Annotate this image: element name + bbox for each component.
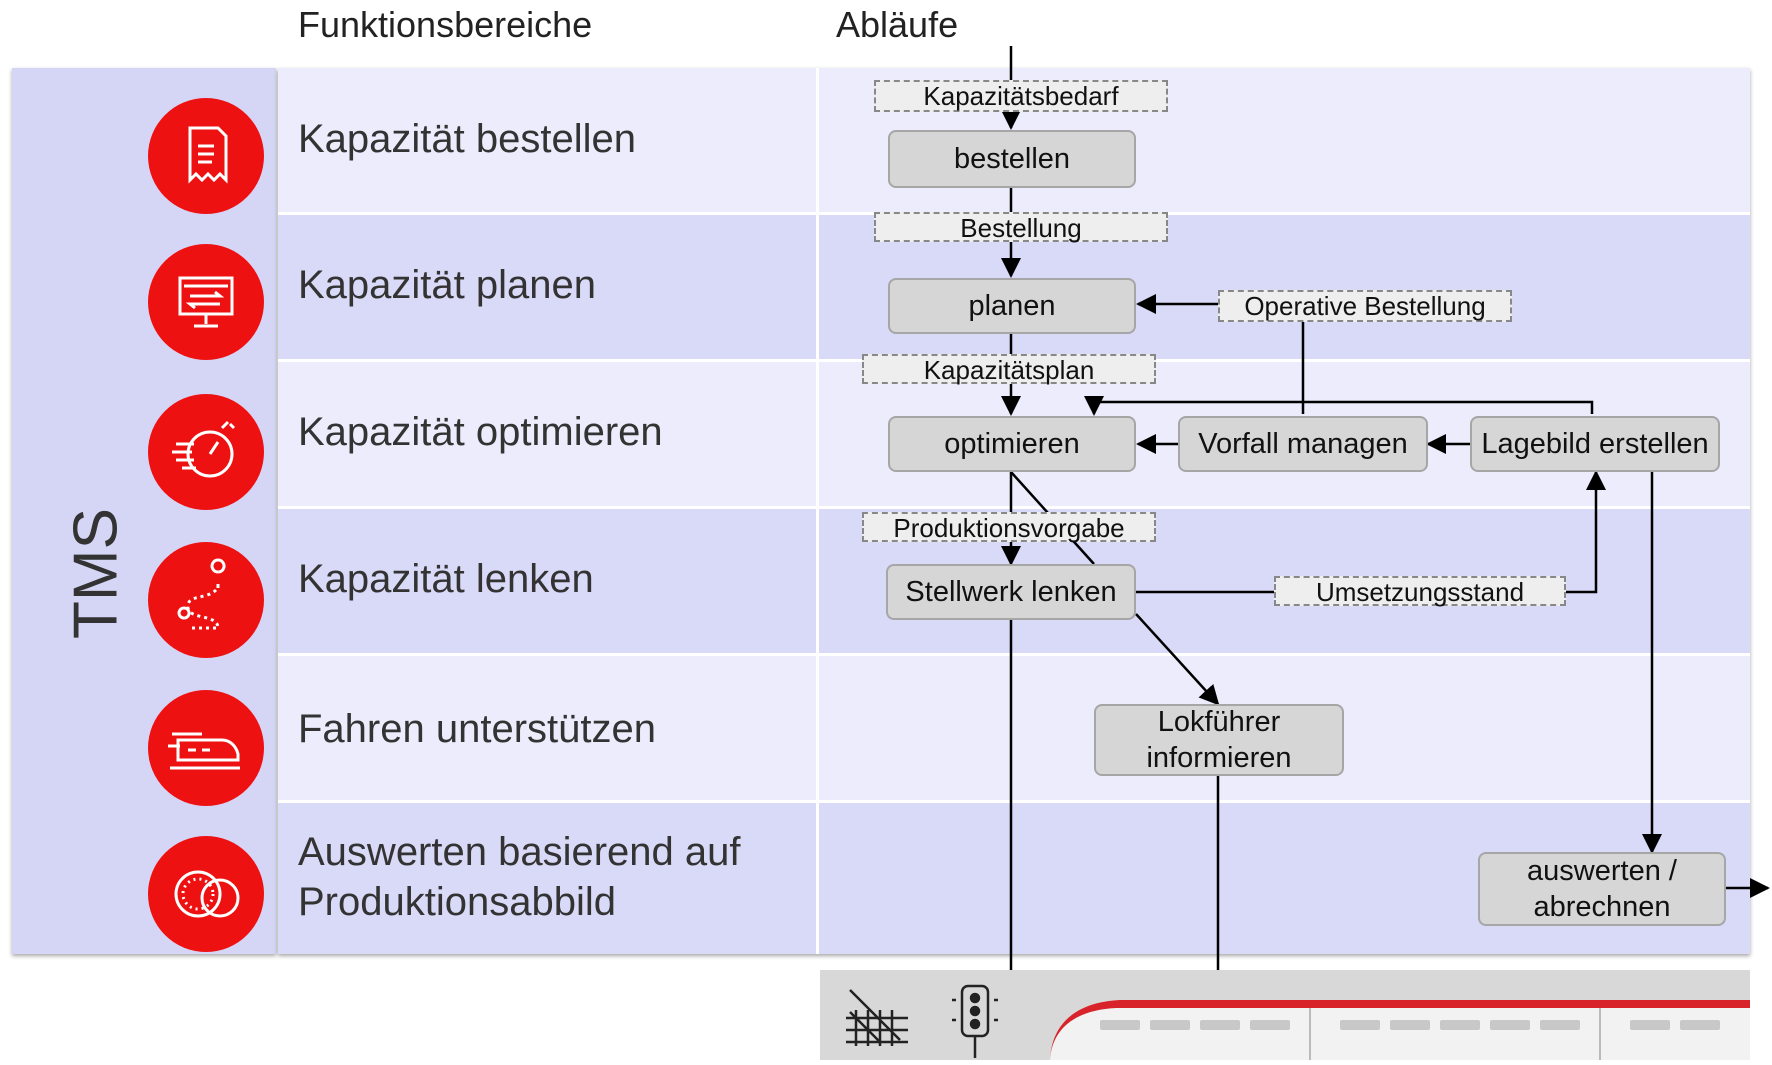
flow-label-kapazitaetsbedarf: Kapazitätsbedarf xyxy=(874,80,1168,112)
header-processes: Abläufe xyxy=(836,4,959,45)
function-label: Auswerten basierend auf xyxy=(298,830,741,874)
process-line: abrechnen xyxy=(1533,891,1671,923)
row-divider xyxy=(278,506,1750,509)
bottom-infrastructure-strip xyxy=(820,970,1750,1060)
process-stellwerk-lenken: Stellwerk lenken xyxy=(886,564,1136,620)
arrow-umsetzungsstand xyxy=(1134,470,1606,594)
function-label: Fahren unterstützen xyxy=(298,707,656,751)
tms-panel: TMS xyxy=(12,68,276,954)
function-label: Kapazität bestellen xyxy=(298,117,637,161)
arrow-lagebild-optimieren xyxy=(1084,396,1594,416)
process-planen: planen xyxy=(888,278,1136,334)
row-divider xyxy=(278,653,1750,656)
monitor-plan-icon xyxy=(148,244,264,360)
process-auswerten-abrechnen: auswerten / abrechnen xyxy=(1478,852,1726,926)
track-switch-icon xyxy=(846,989,908,1046)
process-lagebild-erstellen: Lagebild erstellen xyxy=(1470,416,1720,472)
document-icon xyxy=(148,98,264,214)
process-optimieren: optimieren xyxy=(888,416,1136,472)
process-line: Lokführer xyxy=(1157,706,1281,738)
flow-label-kapazitaetsplan: Kapazitätsplan xyxy=(862,354,1156,384)
arrow-stellwerk-lokfuehrer xyxy=(1135,613,1220,706)
route-pins-icon xyxy=(148,542,264,658)
process-line: auswerten / xyxy=(1527,855,1677,887)
coins-icon xyxy=(148,836,264,952)
function-label: Kapazität planen xyxy=(298,263,597,307)
function-label: Produktionsabbild xyxy=(298,880,616,924)
flow-label-bestellung: Bestellung xyxy=(874,212,1168,242)
train-icon xyxy=(148,690,264,806)
function-label: Kapazität optimieren xyxy=(298,410,663,454)
column-divider xyxy=(816,68,819,954)
train-photo xyxy=(1050,1000,1750,1060)
process-vorfall-managen: Vorfall managen xyxy=(1178,416,1428,472)
row-divider xyxy=(278,800,1750,803)
signal-icon xyxy=(952,984,998,1058)
flow-label-umsetzungsstand: Umsetzungsstand xyxy=(1274,576,1566,606)
process-lokfuehrer-informieren: Lokführer informieren xyxy=(1094,704,1344,776)
stopwatch-icon xyxy=(148,394,264,510)
function-label: Kapazität lenken xyxy=(298,557,594,601)
flow-label-operative-bestellung: Operative Bestellung xyxy=(1218,290,1512,322)
row-fahren: Fahren unterstützen xyxy=(278,656,1750,800)
header-functions: Funktionsbereiche xyxy=(298,4,593,45)
infrastructure-graphics xyxy=(846,984,1750,1060)
flow-label-produktionsvorgabe: Produktionsvorgabe xyxy=(862,512,1156,542)
process-line: informieren xyxy=(1146,742,1292,774)
process-bestellen: bestellen xyxy=(888,130,1136,188)
